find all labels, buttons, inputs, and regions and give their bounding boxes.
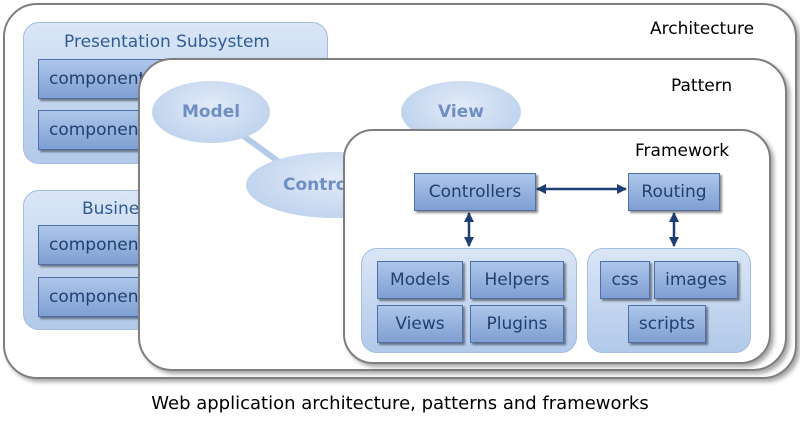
presentation-subsystem-title: Presentation Subsystem (64, 32, 270, 52)
plugins-box: Plugins (470, 305, 564, 343)
helpers-box: Helpers (470, 261, 564, 299)
routing-box: Routing (628, 173, 720, 211)
controllers-box: Controllers (414, 173, 536, 211)
images-box: images (654, 261, 738, 299)
assets-group: css images scripts (587, 248, 751, 353)
diagram-caption: Web application architecture, patterns a… (151, 393, 649, 414)
mvc-components-group: Models Helpers Views Plugins (361, 248, 577, 353)
architecture-title: Architecture (650, 19, 755, 39)
views-box: Views (377, 305, 463, 343)
framework-title: Framework (635, 141, 730, 161)
scripts-box: scripts (628, 305, 706, 343)
model-ellipse: Model (152, 81, 270, 143)
pattern-title: Pattern (671, 76, 733, 96)
css-box: css (600, 261, 650, 299)
models-box: Models (377, 261, 463, 299)
